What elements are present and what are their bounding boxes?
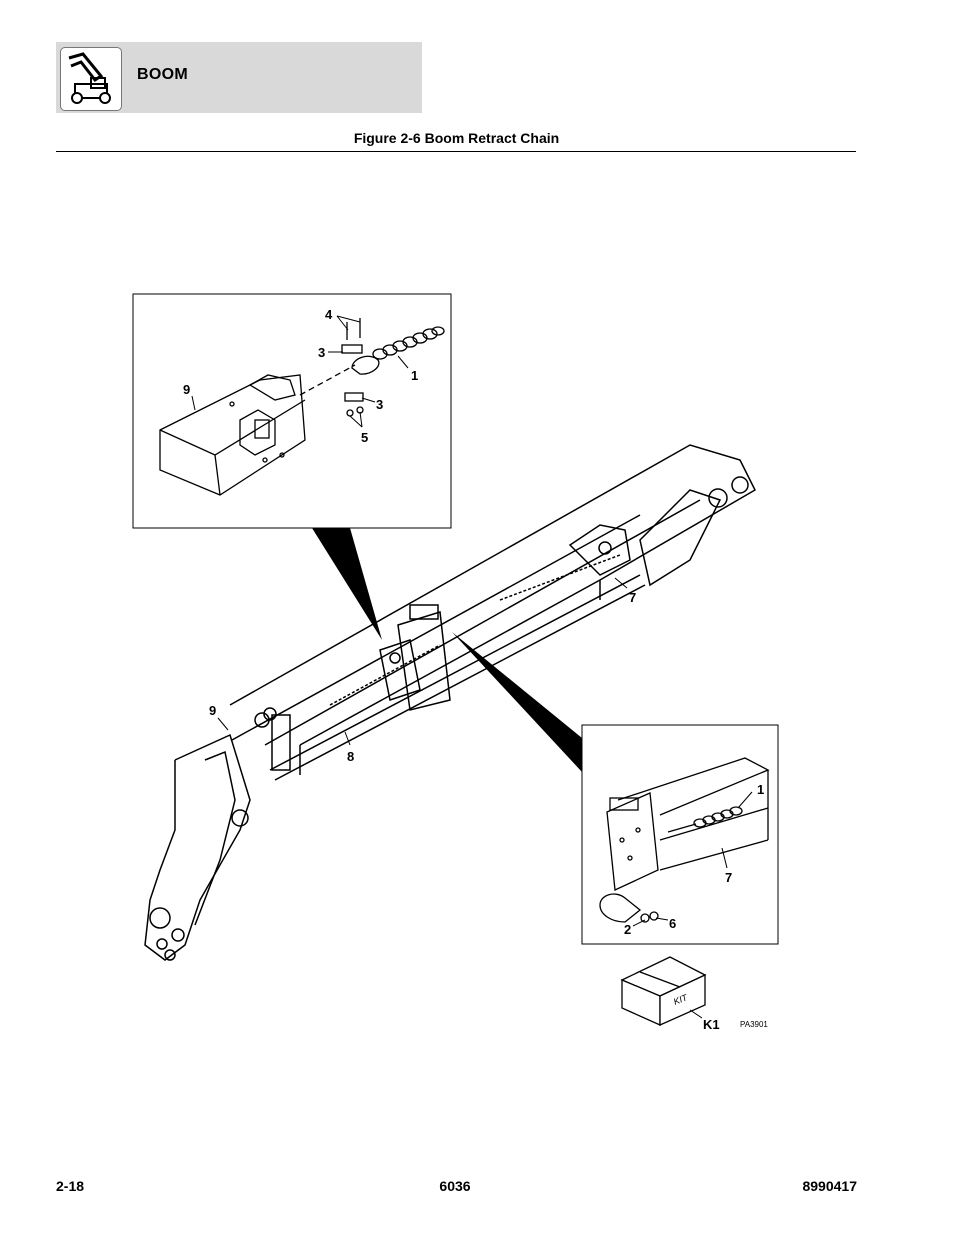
callout-k1: K1: [703, 1017, 720, 1032]
bottom-detail-drawing: [599, 757, 770, 923]
callout-7: 7: [629, 590, 636, 605]
top-detail-drawing: [159, 318, 445, 496]
callout-3: 3: [376, 397, 383, 412]
figure-title: Figure 2-6 Boom Retract Chain: [353, 130, 560, 146]
callout-1: 1: [757, 782, 764, 797]
callout-9: 9: [209, 703, 216, 718]
callout-1: 1: [411, 368, 418, 383]
callout-7: 7: [725, 870, 732, 885]
model-number: 6036: [439, 1178, 471, 1194]
callout-6: 6: [669, 916, 676, 931]
boom-machine-icon: [60, 47, 122, 111]
main-boom: [144, 444, 756, 961]
callout-2: 2: [624, 922, 631, 937]
header-rule: [56, 151, 856, 152]
part-number: 8990417: [802, 1178, 857, 1194]
page-number: 2-18: [56, 1178, 85, 1194]
callout-9: 9: [183, 382, 190, 397]
leader-lines: [191, 315, 753, 1019]
callout-3: 3: [318, 345, 325, 360]
drawing-code: PA3901: [740, 1020, 768, 1029]
top-detail-frame: [132, 293, 452, 529]
section-title: BOOM: [137, 66, 188, 83]
callout-5: 5: [361, 430, 368, 445]
kit-box-icon: [620, 956, 707, 1027]
detail-pointer-bottom: [452, 632, 582, 772]
callout-4: 4: [325, 307, 333, 322]
callout-8: 8: [347, 749, 354, 764]
detail-pointer-top: [312, 528, 382, 640]
